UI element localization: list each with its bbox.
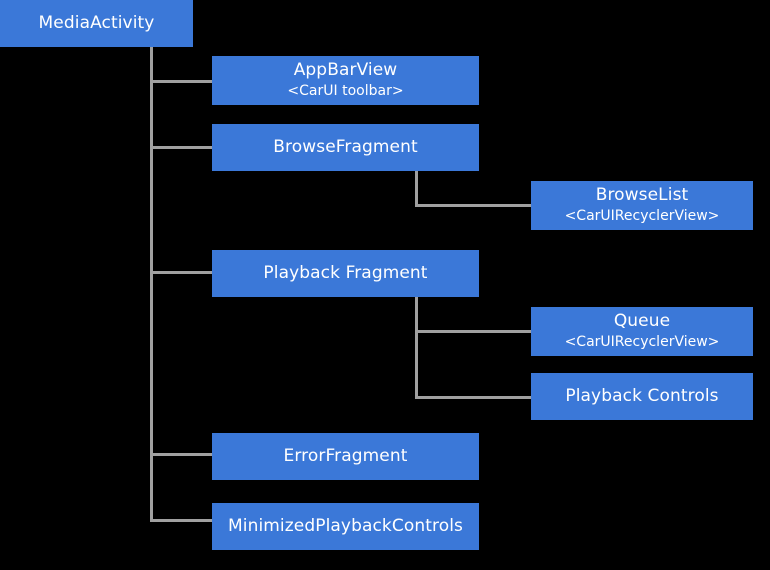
node-subtitle: <CarUI toolbar> — [287, 82, 404, 99]
connector-root-to-browse-fragment — [150, 146, 212, 149]
node-title: ErrorFragment — [283, 445, 408, 466]
connector-playback-fragment-to-playback-controls — [415, 396, 531, 399]
connector-browse-fragment-trunk — [415, 171, 418, 207]
node-title: MinimizedPlaybackControls — [227, 515, 463, 536]
connector-root-trunk — [150, 47, 153, 522]
node-app-bar-view[interactable]: AppBarView <CarUI toolbar> — [212, 56, 479, 105]
node-title: BrowseList — [595, 185, 689, 206]
connector-playback-fragment-to-queue — [415, 330, 531, 333]
node-title: Playback Controls — [565, 385, 719, 406]
node-title: Queue — [613, 311, 671, 332]
node-title: BrowseFragment — [273, 136, 418, 157]
node-subtitle: <CarUIRecyclerView> — [564, 207, 720, 224]
node-playback-fragment[interactable]: Playback Fragment — [212, 250, 479, 297]
node-playback-controls[interactable]: Playback Controls — [531, 373, 753, 420]
node-queue[interactable]: Queue <CarUIRecyclerView> — [531, 307, 753, 356]
node-subtitle: <CarUIRecyclerView> — [564, 333, 720, 350]
connector-browse-fragment-to-browse-list — [415, 204, 531, 207]
connector-playback-fragment-trunk — [415, 297, 418, 399]
connector-root-to-app-bar-view — [150, 80, 212, 83]
node-minimized-playback-controls[interactable]: MinimizedPlaybackControls — [212, 503, 479, 550]
node-title: MediaActivity — [38, 12, 155, 33]
connector-root-to-playback-fragment — [150, 271, 212, 274]
node-title: AppBarView — [293, 60, 398, 81]
node-media-activity[interactable]: MediaActivity — [0, 0, 193, 47]
node-browse-fragment[interactable]: BrowseFragment — [212, 124, 479, 171]
connector-root-to-error-fragment — [150, 453, 212, 456]
node-browse-list[interactable]: BrowseList <CarUIRecyclerView> — [531, 181, 753, 230]
connector-root-to-minimized-playback-controls — [150, 519, 212, 522]
node-error-fragment[interactable]: ErrorFragment — [212, 433, 479, 480]
node-title: Playback Fragment — [263, 262, 428, 283]
